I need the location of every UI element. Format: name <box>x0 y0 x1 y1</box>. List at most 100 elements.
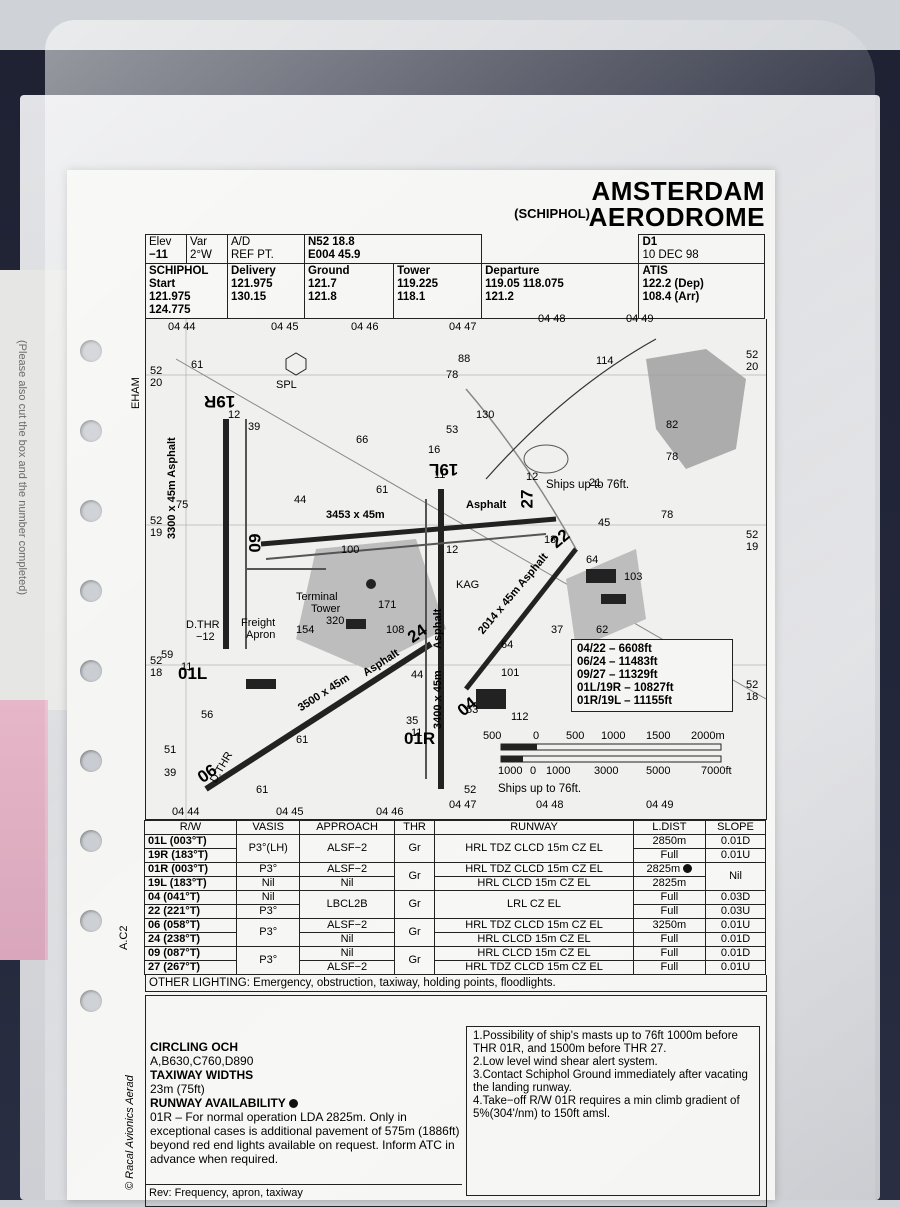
runway-length-item: 09/27 – 11329ft <box>577 669 658 681</box>
vasis-cell: P3° <box>235 918 301 947</box>
scale-m-label: 0 <box>533 730 540 742</box>
grid-bottom-label: 04 48 <box>536 799 564 811</box>
table-row: 06 (058°T) P3° ALSF−2 Gr HRL TDZ CLCD 15… <box>144 918 766 947</box>
interchange <box>523 444 569 474</box>
availability-dot-icon <box>288 1099 298 1108</box>
scale-ft-label: 3000 <box>594 765 619 777</box>
spl-label: SPL <box>276 379 297 391</box>
elev-label: Elev <box>149 236 172 248</box>
var-value: 2°W <box>190 249 212 261</box>
obstacle-elev: 44 <box>294 494 307 506</box>
obstacle-elev: 112 <box>511 711 529 723</box>
table-row: 04 (041°T) Nil LBCL2B Gr LRL CZ EL Full … <box>144 890 766 919</box>
ground-label: Ground <box>308 265 350 277</box>
grid-bottom-label: 04 45 <box>276 806 304 818</box>
scale-bar-feet <box>500 755 722 763</box>
delivery-values: 121.975 130.15 <box>231 278 273 303</box>
runway-04-22 <box>464 547 578 691</box>
departure-label: Departure <box>485 265 540 277</box>
obstacle-elev: 171 <box>378 599 397 611</box>
obstacle-elev: 37 <box>551 624 564 636</box>
obstacle-elev: 320 <box>326 615 345 627</box>
approach-cell: Nil <box>299 932 395 947</box>
thr-cell: Gr <box>393 890 436 919</box>
thr-cell: Gr <box>393 946 436 975</box>
vasis-cell: P3° <box>235 862 301 877</box>
runway-label-09: 09 <box>245 533 265 553</box>
lat-value: N52 18.8 <box>308 236 355 248</box>
threshold-elev: 11 <box>434 469 446 481</box>
lon-value: E004 45.9 <box>308 249 361 261</box>
atis-label: ATIS <box>642 265 668 277</box>
runway-cell: LRL CZ EL <box>434 890 634 919</box>
building <box>476 689 506 709</box>
approach-cell: ALSF−2 <box>299 960 395 975</box>
title-prefix: (SCHIPHOL) <box>514 206 590 221</box>
scale-ft-label: 1000 <box>498 765 523 777</box>
threshold-elev: 12 <box>526 471 539 483</box>
obstacle-elev: 61 <box>376 484 389 496</box>
threshold-elev: 13 <box>544 534 557 546</box>
circling-value: A,B630,C760,D890 <box>150 1054 254 1068</box>
scale-bar-segment <box>501 744 537 750</box>
ldist-cell: 2850m <box>632 834 707 849</box>
lat-right-label: 52 20 <box>746 349 759 373</box>
scale-m-label: 500 <box>483 730 502 742</box>
threshold-elev: 11 <box>411 727 423 739</box>
obstacle-elev: 39 <box>248 421 261 433</box>
obstacle-elev: 44 <box>411 669 424 681</box>
lat-right-label: 52 18 <box>746 679 759 703</box>
chart-content: (SCHIPHOL) AMSTERDAM AERODROME Elev−11 V… <box>130 176 767 1207</box>
circling-section: CIRCLING OCH A,B630,C760,D890 TAXIWAY WI… <box>150 1040 460 1166</box>
scale-m-label: 500 <box>566 730 585 742</box>
runway-dims-09-27: 3453 x 45m <box>326 509 385 521</box>
table-row: 27 (267°T) ALSF−2 HRL TDZ CLCD 15m CZ EL… <box>144 960 766 975</box>
obstacle-elev: 53 <box>466 704 479 716</box>
slope-cell: Nil <box>705 862 766 891</box>
scale-ft-label: 7000ft <box>701 765 732 777</box>
terminal-label: Terminal <box>296 591 338 603</box>
scale-ft-label: 1000 <box>546 765 571 777</box>
obstacle-elev: 101 <box>501 667 520 679</box>
obstacle-elev: 78 <box>661 509 674 521</box>
spl-symbol <box>285 352 307 376</box>
grid-top-label: 04 48 <box>538 313 566 325</box>
rw-cell: 01L (003°T) <box>144 834 237 849</box>
taxiway-value: 23m (75ft) <box>150 1082 205 1096</box>
obstacle-elev: 52 <box>464 784 477 796</box>
availability-note-dot <box>683 864 693 873</box>
approach-cell: ALSF−2 <box>299 862 395 877</box>
runway-cell: HRL TDZ CLCD 15m CZ EL <box>434 960 634 975</box>
building <box>601 594 626 604</box>
tower-values: 119.225 118.1 <box>397 278 439 303</box>
threshold-elev: 12 <box>228 409 241 421</box>
delivery-label: Delivery <box>231 265 276 277</box>
road <box>485 338 657 480</box>
departure-values: 119.05 118.075 121.2 <box>485 278 564 303</box>
rw-cell: 19R (183°T) <box>144 848 237 863</box>
obstacle-elev: 62 <box>596 624 609 636</box>
slope-cell: 0.01U <box>705 848 766 863</box>
runway-09-27 <box>260 516 557 547</box>
slope-cell: 0.03U <box>705 904 766 919</box>
approach-cell: ALSF−2 <box>299 834 395 863</box>
notes-box: 1.Possibility of ship's masts up to 76ft… <box>466 1026 760 1196</box>
tower-label: Tower <box>311 603 341 615</box>
runway-length-item: 06/24 – 11483ft <box>577 656 658 668</box>
threshold-elev: 11 <box>181 661 193 673</box>
table-row: 19L (183°T) Nil Nil HRL CLCD 15m CZ EL 2… <box>144 876 766 891</box>
obstacle-elev: 66 <box>356 434 369 446</box>
scale-bar-segment <box>501 756 523 762</box>
aerodrome-map: EHAM 04 44 04 45 04 46 04 47 04 48 04 49… <box>130 313 767 820</box>
runway-dims-19L-01R: 3400 x 45m <box>432 670 444 729</box>
runway-dims-19R-01L: 3300 x 45m Asphalt <box>166 437 178 539</box>
obstacle-elev: 35 <box>406 715 419 727</box>
approach-cell: ALSF−2 <box>299 918 395 933</box>
slope-cell: 0.03D <box>705 890 766 905</box>
table-row: 01L (003°T) P3°(LH) ALSF−2 Gr HRL TDZ CL… <box>144 834 766 863</box>
obstacle-elev: 88 <box>458 353 471 365</box>
availability-title: RUNWAY AVAILABILITY <box>150 1096 286 1110</box>
icao-code: EHAM <box>130 377 142 409</box>
building <box>246 679 276 689</box>
